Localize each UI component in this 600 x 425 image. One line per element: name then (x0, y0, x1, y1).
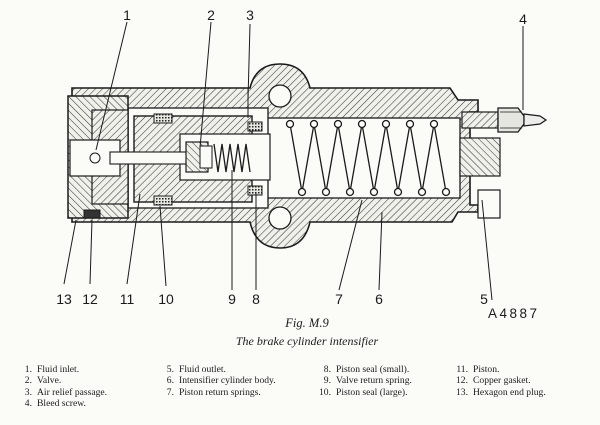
legend-item: 2.Valve. (24, 375, 62, 387)
callout-4: 4 (519, 11, 527, 27)
valve-return-spring (213, 143, 251, 173)
legend-item: 9.Valve return spring. (323, 375, 412, 387)
callout-2: 2 (207, 7, 215, 23)
callout-7: 7 (335, 291, 343, 307)
callout-11: 11 (119, 291, 135, 307)
figure-title: The brake cylinder intensifier (235, 334, 379, 348)
legend-item: 12.Copper gasket. (456, 375, 531, 387)
callout-5: 5 (480, 291, 488, 307)
legend-item: 5.Fluid outlet. (166, 364, 226, 375)
copper-gasket (83, 209, 101, 219)
callout-9: 9 (228, 291, 236, 307)
legend-column-1: 1.Fluid inlet. 2.Valve. 3.Air relief pas… (16, 364, 107, 410)
legend-item: 4.Bleed screw. (24, 398, 86, 410)
callout-3: 3 (246, 7, 254, 23)
legend-item: 13.Hexagon end plug. (456, 386, 546, 398)
callout-12: 12 (82, 291, 98, 307)
legend-item: 3.Air relief passage. (24, 386, 108, 398)
valve (185, 141, 213, 173)
legend-item: 1.Fluid inlet. (24, 364, 80, 375)
legend-item: 6.Intensifier cylinder body. (166, 375, 276, 387)
legend-item: 11.Piston. (456, 364, 500, 375)
callout-8: 8 (252, 291, 260, 307)
bleed-screw (461, 107, 548, 133)
legend-item: 8.Piston seal (small). (323, 364, 410, 375)
legend-item: 7.Piston return springs. (166, 386, 261, 398)
legend-column-2: 5.Fluid outlet. 6.Intensifier cylinder b… (158, 364, 276, 398)
callout-10: 10 (158, 291, 174, 307)
legend-column-4: 11.Piston. 12.Copper gasket. 13.Hexagon … (450, 364, 546, 398)
callout-13: 13 (56, 291, 72, 307)
callout-1: 1 (123, 7, 131, 23)
leader-lines (63, 21, 524, 300)
callout-6: 6 (375, 291, 383, 307)
piston-return-springs (285, 119, 451, 197)
piston (109, 115, 271, 203)
legend-item: 10.Piston seal (large). (319, 386, 408, 398)
piston-seal-large (153, 113, 173, 206)
piston-seal-small (247, 121, 263, 196)
intensifier-cross-section (63, 21, 548, 300)
figure-number: Fig. M.9 (285, 316, 329, 330)
parts-legend: 1.Fluid inlet. 2.Valve. 3.Air relief pas… (0, 364, 600, 424)
legend-column-3: 8.Piston seal (small). 9.Valve return sp… (313, 364, 412, 398)
figure-reference: A4887 (488, 306, 540, 321)
